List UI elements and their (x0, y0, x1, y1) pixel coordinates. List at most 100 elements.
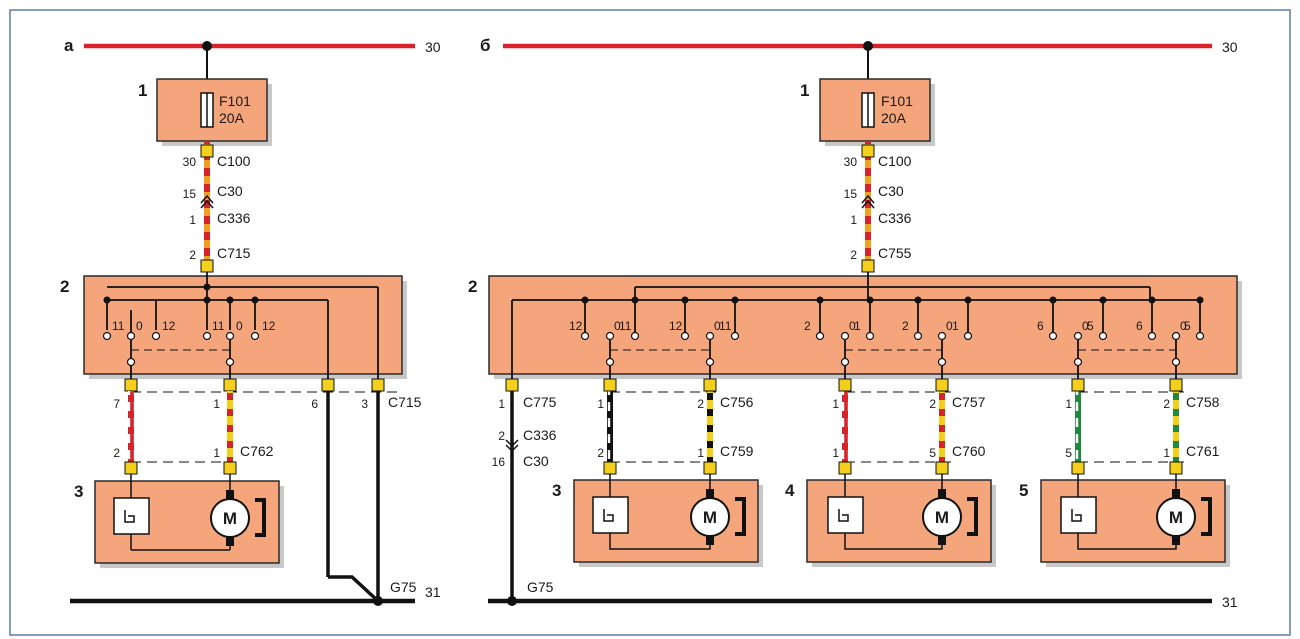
switch-contact-b: 1 (952, 296, 973, 341)
motor-symbol: M (703, 508, 717, 527)
svg-text:12: 12 (162, 319, 176, 333)
ground-terminal-a: 31 (425, 584, 441, 600)
svg-text:15: 15 (183, 187, 197, 201)
switch-internal-wiring-b (511, 272, 1200, 380)
motor-wire-2-a (227, 391, 233, 463)
switch-contact-b: 0 (840, 319, 856, 341)
fuse-name-a: F101 (219, 93, 251, 109)
svg-text:C755: C755 (878, 245, 912, 261)
svg-text:1: 1 (854, 319, 861, 333)
svg-text:11: 11 (112, 319, 125, 333)
pin-label: 1 (697, 446, 704, 460)
switch-block-num-a: 2 (60, 277, 69, 296)
feed-wire-a (204, 141, 210, 271)
pin-label: 2 (929, 397, 936, 411)
fuse-rating-b: 20A (881, 110, 907, 126)
ground-terminal-b: 31 (1222, 594, 1238, 610)
svg-text:6: 6 (1136, 319, 1143, 333)
svg-text:2: 2 (113, 446, 120, 460)
motor-wire-1-a (128, 391, 134, 463)
motor-symbol: M (935, 508, 949, 527)
svg-text:3: 3 (361, 397, 368, 411)
connector-label: C759 (720, 443, 754, 459)
svg-text:C775: C775 (523, 394, 557, 410)
switch-contact-b: 0 (605, 319, 621, 341)
svg-text:C336: C336 (878, 210, 912, 226)
switch-contact-b: 6 (1136, 296, 1157, 341)
switch-contact-b: 0 (1171, 319, 1187, 341)
svg-text:2: 2 (189, 248, 196, 262)
motor-icon (922, 497, 962, 537)
svg-text:11: 11 (619, 319, 632, 333)
motor-wire-right (707, 391, 713, 463)
connector-label: C757 (952, 394, 986, 410)
fuse-name-b: F101 (881, 93, 913, 109)
diagram-a: а 30 1 F101 20A 30 C100 15 C30 1 C336 (60, 36, 441, 606)
out-connector-a: C715 (388, 394, 422, 410)
switch-block-a (83, 275, 403, 375)
motor-wire-right (1173, 391, 1179, 463)
switch-contact-b: 12 (669, 296, 690, 341)
pin-label: 1 (597, 397, 604, 411)
motor-symbol: M (1169, 508, 1183, 527)
connector-label: C758 (1186, 394, 1220, 410)
pin-label: 1 (1065, 397, 1072, 411)
fuse-block-b (819, 78, 931, 142)
motor-block-num: 3 (552, 481, 561, 500)
motor-connector-a: 2 1 C762 (113, 443, 274, 475)
motor-wire-left (842, 391, 848, 463)
switch-internal-wiring-a (106, 272, 379, 380)
switch-contact-b: 0 (1073, 319, 1089, 341)
svg-text:C30: C30 (878, 183, 904, 199)
supply-terminal-a: 30 (425, 39, 441, 55)
svg-text:1: 1 (189, 213, 196, 227)
motor-icon (1156, 497, 1196, 537)
switch-contact-b: 1 (854, 296, 875, 341)
switch-contact-b: 6 (1037, 296, 1058, 341)
svg-text:C30: C30 (217, 183, 243, 199)
switch-contact-b: 0 (937, 319, 953, 341)
svg-text:C715: C715 (217, 245, 251, 261)
svg-text:30: 30 (844, 155, 858, 169)
switch-contact-b: 2 (804, 296, 825, 341)
svg-text:11: 11 (212, 319, 225, 333)
svg-text:6: 6 (1037, 319, 1044, 333)
pin-label: 2 (1163, 397, 1170, 411)
svg-text:7: 7 (113, 397, 120, 411)
output-connectors-a: 7 1 6 3 C715 (113, 378, 422, 411)
svg-text:1: 1 (952, 319, 959, 333)
svg-text:5: 5 (1184, 319, 1191, 333)
pin-label: 1 (1163, 446, 1170, 460)
svg-text:0: 0 (849, 319, 856, 333)
svg-text:2: 2 (902, 319, 909, 333)
svg-text:M: M (223, 509, 237, 528)
svg-text:C100: C100 (217, 153, 251, 169)
pin-label: 2 (597, 446, 604, 460)
pin-label: 1 (832, 397, 839, 411)
pin-label: 5 (929, 446, 936, 460)
svg-text:0: 0 (236, 319, 243, 333)
svg-text:6: 6 (311, 397, 318, 411)
motor-icon-a (210, 498, 250, 538)
svg-text:0: 0 (614, 319, 621, 333)
svg-text:0: 0 (1180, 319, 1187, 333)
svg-text:1: 1 (213, 397, 220, 411)
motor-wire-right (939, 391, 945, 463)
motor-wire-left (607, 391, 613, 463)
svg-text:0: 0 (946, 319, 953, 333)
switch-contact-b: 11 (619, 296, 640, 341)
svg-text:5: 5 (1087, 319, 1094, 333)
svg-text:2: 2 (498, 429, 505, 443)
motor-block-num: 5 (1019, 481, 1028, 500)
frame (9, 9, 1291, 636)
switch-contacts-a (102, 331, 260, 367)
fuse-block-num-b: 1 (800, 81, 809, 100)
svg-text:2: 2 (804, 319, 811, 333)
svg-text:1: 1 (850, 213, 857, 227)
ground-point-b: G75 (527, 579, 554, 595)
connector-label: C761 (1186, 443, 1220, 459)
feed-connector-c100-a: 30 C100 (183, 144, 251, 169)
svg-text:12: 12 (669, 319, 683, 333)
